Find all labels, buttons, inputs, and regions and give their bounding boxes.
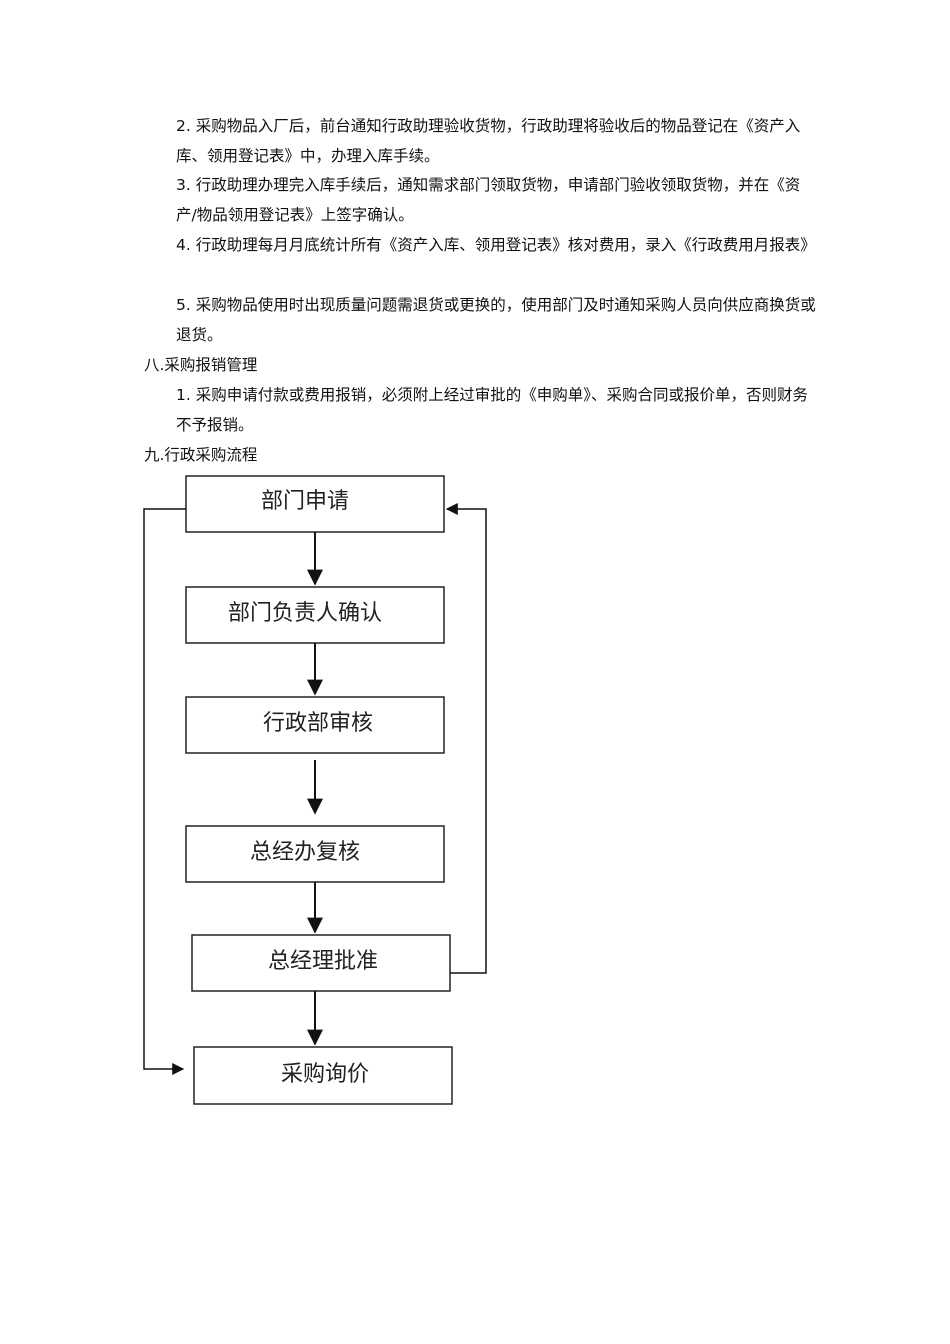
flow-box-1-label: 部门申请 — [261, 489, 349, 514]
section-8-heading: 八.采购报销管理 — [144, 356, 258, 374]
left-bypass-line — [143, 508, 186, 1075]
flow-box-6-label: 采购询价 — [281, 1062, 369, 1087]
flow-box-1: 部门申请 — [185, 475, 445, 533]
section-9-heading: 九.行政采购流程 — [144, 446, 258, 464]
flow-box-5-label: 总经理批准 — [268, 949, 378, 974]
item-3: 3. 行政助理办理完入库手续后，通知需求部门领取货物，申请部门验收领取货物，并在… — [176, 176, 801, 224]
right-feedback-line — [445, 503, 487, 974]
flow-box-2: 部门负责人确认 — [185, 586, 445, 644]
flow-box-5: 总经理批准 — [191, 934, 451, 992]
item-2: 2. 采购物品入厂后，前台通知行政助理验收货物，行政助理将验收后的物品登记在《资… — [176, 117, 801, 165]
item-4: 4. 行政助理每月月底统计所有《资产入库、领用登记表》核对费用，录入《行政费用月… — [176, 236, 816, 254]
section-8-item-1: 1. 采购申请付款或费用报销，必须附上经过审批的《申购单》、采购合同或报价单，否… — [176, 386, 808, 434]
flow-box-6: 采购询价 — [193, 1046, 453, 1105]
flow-box-3: 行政部审核 — [185, 696, 445, 754]
flow-box-2-label: 部门负责人确认 — [228, 601, 382, 626]
flow-box-4: 总经办复核 — [185, 825, 445, 883]
flow-box-3-label: 行政部审核 — [263, 711, 373, 736]
flow-box-4-label: 总经办复核 — [250, 840, 360, 865]
item-5: 5. 采购物品使用时出现质量问题需退货或更换的，使用部门及时通知采购人员向供应商… — [176, 296, 816, 344]
